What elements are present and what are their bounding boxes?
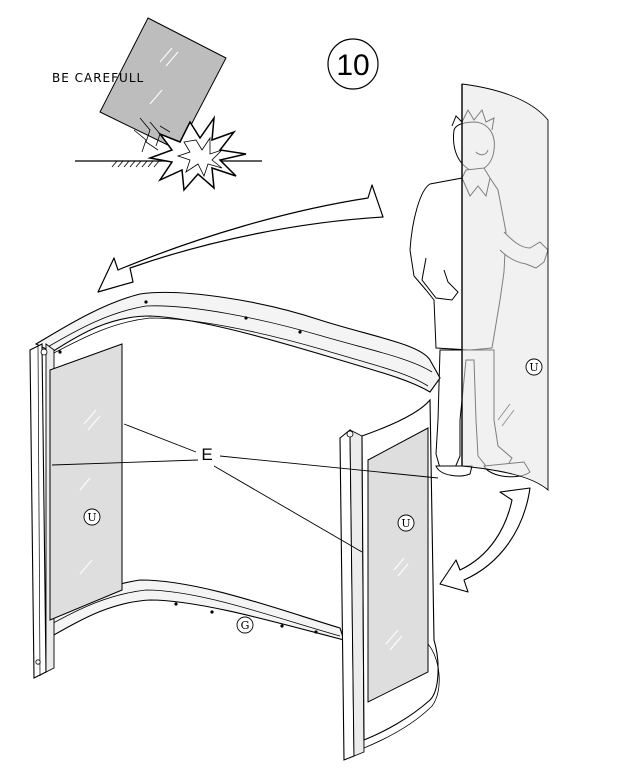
- right-glass-panel: [367, 427, 429, 703]
- callout-u-person: U: [525, 358, 543, 376]
- warning-vignette: BE CAREFULL: [52, 17, 262, 192]
- step-indicator: 10: [327, 38, 379, 90]
- carried-glass-panel: [461, 83, 549, 491]
- svg-text:U: U: [87, 511, 96, 524]
- leader-line: [219, 455, 439, 479]
- right-post: [339, 428, 365, 761]
- step-circle: [327, 38, 379, 90]
- callout-e: E: [51, 423, 439, 553]
- callout-g: G: [236, 616, 254, 634]
- callout-u-right: U: [397, 514, 415, 532]
- curved-arrow-top: [97, 184, 384, 293]
- leader-line: [123, 423, 197, 453]
- left-glass-panel: [49, 343, 123, 621]
- label-e: E: [201, 445, 212, 464]
- curved-arrow-down: [439, 487, 531, 593]
- rail-screws: [58, 300, 318, 634]
- enclosure-frame: U U G: [29, 291, 441, 761]
- svg-text:U: U: [529, 361, 538, 374]
- step-number: 10: [336, 49, 369, 82]
- warning-text: BE CAREFULL: [52, 71, 144, 85]
- callout-u-left: U: [83, 508, 101, 526]
- svg-text:G: G: [241, 619, 250, 632]
- top-rail: [34, 291, 441, 393]
- svg-text:U: U: [401, 517, 410, 530]
- leader-line: [51, 459, 199, 466]
- leader-line: [213, 465, 363, 553]
